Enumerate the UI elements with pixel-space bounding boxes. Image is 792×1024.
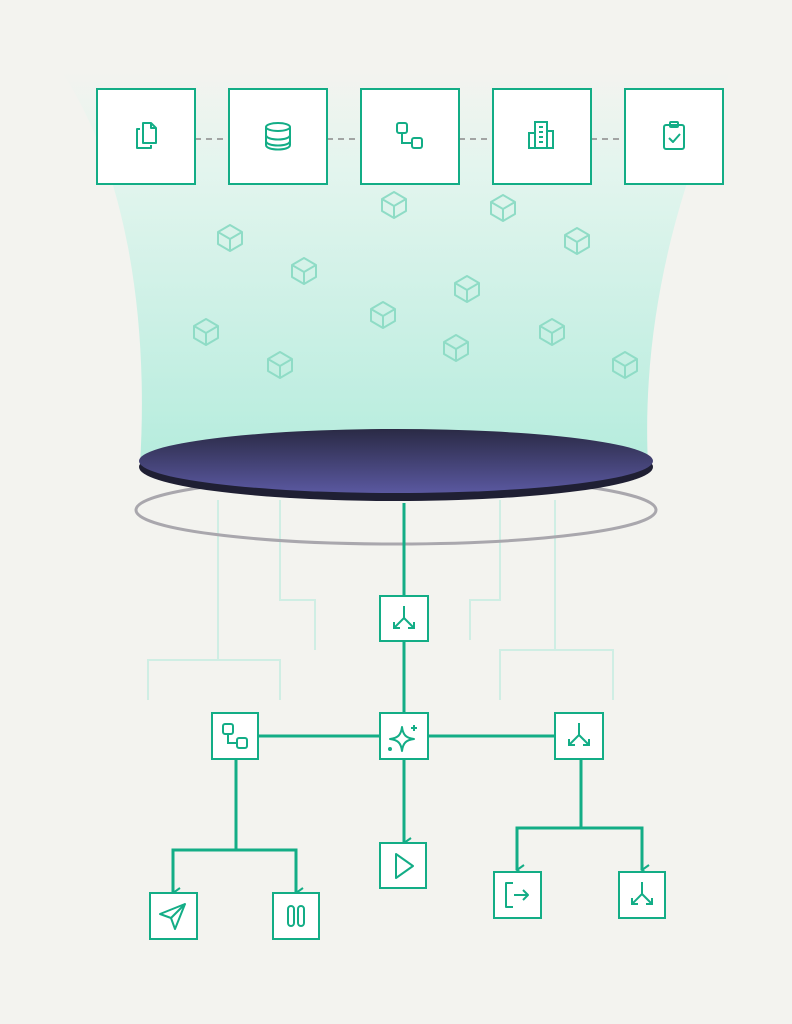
source-clipboard — [624, 88, 724, 185]
split-arrows-icon — [568, 723, 590, 746]
source-documents — [96, 88, 196, 185]
workflow-icon — [396, 122, 423, 149]
faint-connectors — [147, 500, 614, 700]
workflow-node — [211, 712, 259, 760]
top-split-node — [379, 595, 429, 642]
split-arrows-icon — [631, 882, 653, 905]
source-workflow — [360, 88, 460, 185]
send-icon — [159, 903, 186, 930]
flow-lines — [171, 503, 650, 899]
source-boxes — [96, 88, 724, 185]
send-node — [149, 892, 198, 940]
sparkle-ai-icon — [388, 725, 417, 752]
source-building — [492, 88, 592, 185]
split-arrows-icon — [393, 606, 415, 629]
building-icon — [528, 121, 554, 149]
exit-node — [493, 871, 542, 919]
pause-icon — [287, 905, 305, 927]
platform-disc — [139, 429, 653, 493]
bottom-split-node — [618, 871, 666, 919]
workflow-icon — [222, 723, 248, 749]
database-icon — [265, 122, 291, 151]
play-node — [379, 842, 427, 889]
ai-node — [379, 712, 429, 760]
source-database — [228, 88, 328, 185]
documents-icon — [136, 122, 157, 149]
right-split-node — [554, 712, 604, 760]
flow-nodes — [149, 595, 666, 940]
pause-node — [272, 892, 320, 940]
clipboard-check-icon — [663, 121, 685, 150]
exit-arrow-icon — [505, 882, 529, 908]
play-icon — [395, 853, 414, 879]
